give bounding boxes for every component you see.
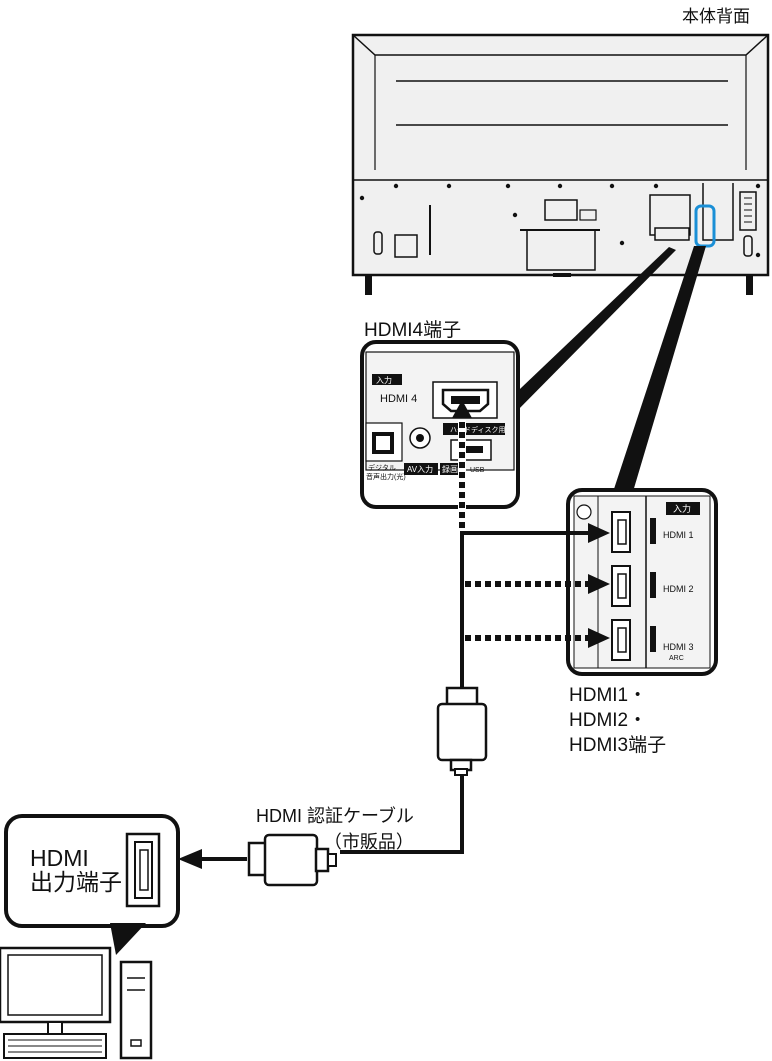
arc-label: ARC	[669, 655, 684, 662]
hdmi123-title: HDMI1・ HDMI2・ HDMI3端子	[569, 683, 666, 758]
hdmi2-label: HDMI 2	[663, 584, 694, 594]
hdmi-plug-horizontal	[247, 833, 337, 887]
pc-hdmi-port-icon	[125, 832, 161, 908]
hdd-tag: ハードディスク用	[450, 425, 506, 434]
arrow-to-pc	[178, 849, 202, 869]
solid-line-hdmi1	[460, 531, 590, 690]
pc-output-line-1: HDMI	[30, 845, 89, 871]
optical-label-2: 音声出力(光)	[366, 472, 406, 481]
arrow-to-hdmi1	[588, 523, 610, 543]
connection-lines	[452, 400, 610, 690]
hdmi4-panel: 入力 HDMI 4 ハードディスク用 デジタル 音声出力(光) AV入力 録画 …	[360, 340, 520, 520]
cable-label: HDMI 認証ケーブル （市販品）	[256, 803, 414, 855]
hdmi3-label: HDMI 3	[663, 642, 694, 652]
cable-note: （市販品）	[323, 832, 414, 852]
arrow-to-hdmi4	[452, 400, 472, 418]
hdmi123-input-tag: 入力	[673, 503, 691, 514]
pc-output-line-2: 出力端子	[30, 869, 122, 895]
hdmi123-line-2: HDMI2・	[569, 710, 648, 731]
rec-label: 録画	[442, 464, 458, 474]
pc-output-label: HDMI 出力端子	[30, 846, 122, 894]
arrow-to-hdmi3	[588, 628, 610, 648]
arrow-to-hdmi2	[588, 574, 610, 594]
cable-name: HDMI 認証ケーブル	[256, 806, 414, 826]
usb-label: USB	[470, 467, 485, 474]
hdmi1-port-icon: HDMI 1	[611, 511, 694, 553]
hdmi123-line-3: HDMI3端子	[569, 735, 667, 756]
pc-computer	[0, 946, 153, 1060]
hdmi-plug-vertical	[340, 686, 488, 854]
optical-label-1: デジタル	[368, 463, 396, 472]
zoom-wedge-hdmi4	[500, 247, 676, 418]
tv-back-title: 本体背面	[682, 7, 750, 26]
hdmi123-line-1: HDMI1・	[569, 685, 648, 706]
hdmi4-title: HDMI4端子	[364, 320, 462, 341]
hdmi2-port-icon: HDMI 2	[611, 565, 694, 607]
hdmi4-port-label: HDMI 4	[380, 393, 417, 405]
av-label: AV入力	[407, 464, 433, 474]
hdmi3-port-icon: HDMI 3 ARC	[611, 619, 694, 662]
hdmi4-input-tag: 入力	[376, 375, 392, 385]
pc-output-panel	[4, 814, 180, 955]
zoom-wedge-hdmi123	[612, 246, 706, 495]
tv-back-view	[351, 33, 770, 295]
hdmi1-label: HDMI 1	[663, 530, 694, 540]
